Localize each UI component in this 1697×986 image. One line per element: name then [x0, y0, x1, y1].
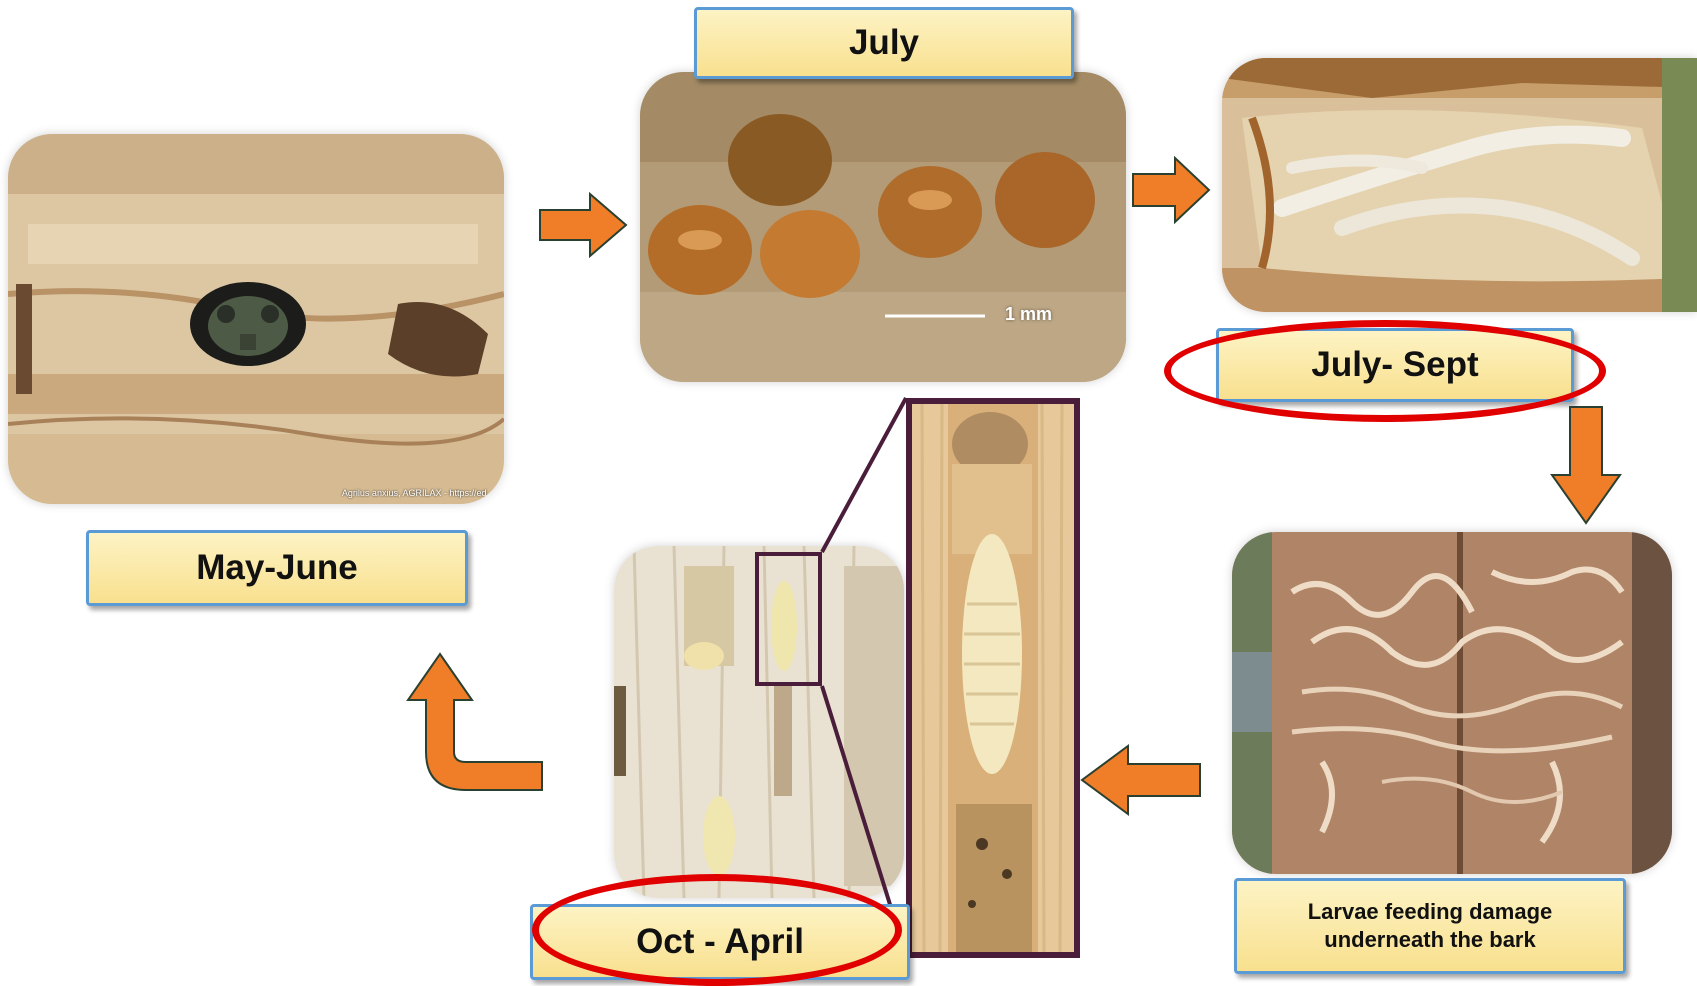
stage-label-may-june: May-June: [86, 530, 468, 606]
zoom-source-frame: [755, 552, 822, 686]
arrow-left-icon: [1080, 744, 1202, 816]
young-larvae-photo: [1222, 58, 1697, 312]
arrow-right-icon: [538, 192, 630, 258]
photo-credit: Agrilus anxius, AGRILAX - https://ed...: [342, 488, 494, 498]
stage-label-july: July: [694, 7, 1074, 79]
stage-label-oct-april: Oct - April: [530, 904, 910, 980]
arrow-right-icon: [1131, 156, 1211, 224]
stage-label-july-sept: July- Sept: [1216, 328, 1574, 402]
scale-bar-label: 1 mm: [1005, 304, 1052, 325]
galleries-photo: [1232, 532, 1672, 874]
eggs-photo: 1 mm: [640, 72, 1126, 382]
stage-label-larvae-damage: Larvae feeding damage underneath the bar…: [1234, 878, 1626, 974]
arrow-down-icon: [1550, 405, 1622, 525]
arrow-curved-up-icon: [406, 652, 544, 794]
beetle-emerging-photo: Agrilus anxius, AGRILAX - https://ed...: [8, 134, 504, 504]
prepupa-zoom-inset: [906, 398, 1080, 958]
